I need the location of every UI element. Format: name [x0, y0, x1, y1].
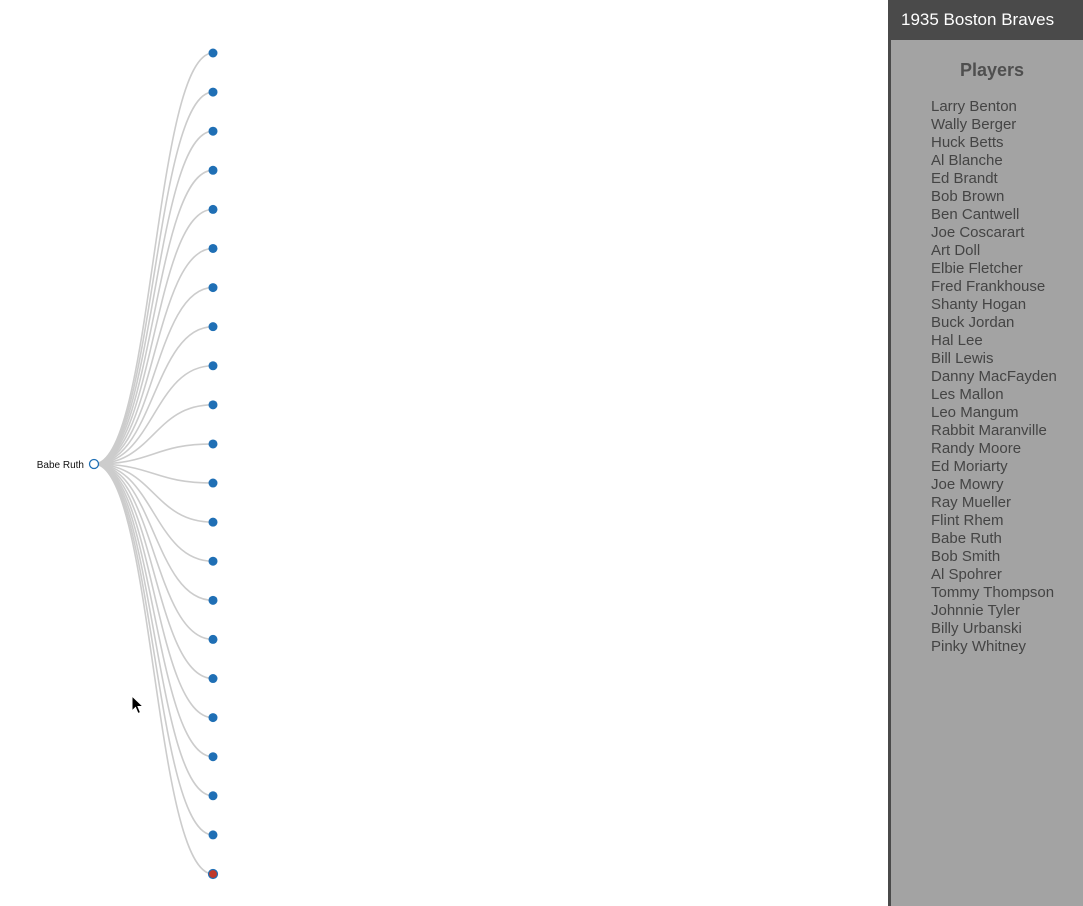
tree-link [93, 463, 214, 797]
child-node[interactable] [208, 204, 218, 214]
player-tree: Babe Ruth [37, 48, 219, 880]
tree-link [93, 443, 214, 465]
tree-nodes [207, 48, 219, 880]
tree-links [93, 52, 214, 875]
root-node-group[interactable]: Babe Ruth [37, 458, 100, 472]
child-node[interactable] [208, 439, 218, 449]
child-node[interactable] [208, 752, 218, 762]
child-node[interactable] [208, 595, 218, 605]
tree-link [93, 325, 214, 465]
player-list-item[interactable]: Johnnie Tyler [931, 602, 1020, 619]
player-list-item[interactable]: Wally Berger [931, 116, 1017, 133]
player-list-item[interactable]: Bob Smith [931, 548, 1001, 565]
player-list-item[interactable]: Ed Brandt [931, 170, 998, 187]
player-list-item[interactable]: Shanty Hogan [931, 296, 1027, 313]
child-node[interactable] [208, 830, 218, 840]
child-node[interactable] [208, 48, 218, 58]
tree-link [93, 130, 214, 465]
child-node[interactable] [208, 87, 218, 97]
player-list-item[interactable]: Al Spohrer [931, 566, 1002, 583]
player-list-item[interactable]: Buck Jordan [931, 314, 1015, 331]
player-list-item[interactable]: Leo Mangum [931, 404, 1019, 421]
player-list-item[interactable]: Larry Benton [931, 98, 1017, 115]
tree-link [93, 404, 214, 465]
root-node[interactable] [88, 458, 100, 470]
tree-link [93, 463, 214, 680]
child-node[interactable] [208, 322, 218, 332]
player-list-item[interactable]: Billy Urbanski [931, 620, 1022, 637]
player-list-item[interactable]: Elbie Fletcher [931, 260, 1023, 277]
child-node[interactable] [208, 126, 218, 136]
tree-link [93, 52, 214, 465]
player-list-item[interactable]: Pinky Whitney [931, 638, 1027, 655]
child-node[interactable] [207, 868, 219, 880]
player-list-item[interactable]: Rabbit Maranville [931, 422, 1047, 439]
player-list-item[interactable]: Huck Betts [931, 134, 1004, 151]
player-list-item[interactable]: Fred Frankhouse [931, 278, 1046, 295]
tree-link [93, 463, 214, 875]
tree-link [93, 91, 214, 465]
child-node[interactable] [208, 400, 218, 410]
player-list-item[interactable]: Joe Coscarart [931, 224, 1025, 241]
player-list-item[interactable]: Bill Lewis [931, 350, 994, 367]
tree-link [93, 208, 214, 465]
tree-link [93, 463, 214, 602]
child-node[interactable] [208, 517, 218, 527]
player-list-item[interactable]: Randy Moore [931, 440, 1022, 457]
tree-link [93, 463, 214, 836]
tree-canvas: Babe Ruth [36, 48, 219, 880]
tree-link [93, 169, 214, 465]
child-node[interactable] [208, 478, 218, 488]
child-node[interactable] [208, 674, 218, 684]
player-list-item[interactable]: Hal Lee [931, 332, 983, 349]
player-list-item[interactable]: Ray Mueller [931, 494, 1012, 511]
player-list-item[interactable]: Flint Rhem [931, 512, 1004, 529]
tree-link [93, 463, 214, 484]
player-list-item[interactable]: Les Mallon [931, 386, 1004, 403]
tree-link [93, 463, 214, 641]
tree-link [93, 463, 214, 758]
tree-link [93, 286, 214, 465]
child-node[interactable] [208, 634, 218, 644]
child-node[interactable] [208, 283, 218, 293]
root-node-label: Babe Ruth [37, 460, 84, 471]
player-list-item[interactable]: Al Blanche [931, 152, 1003, 169]
player-list-item[interactable]: Ben Cantwell [931, 206, 1020, 223]
child-node[interactable] [208, 556, 218, 566]
player-list-item[interactable]: Tommy Thompson [931, 584, 1055, 601]
child-node[interactable] [208, 791, 218, 801]
tree-link [93, 463, 214, 719]
child-node[interactable] [208, 243, 218, 253]
tree-link [93, 364, 214, 465]
players-heading: Players [959, 60, 1025, 80]
tree-link [93, 463, 214, 563]
player-list-item[interactable]: Bob Brown [931, 188, 1005, 205]
tree-link [93, 247, 214, 465]
player-list-item[interactable]: Babe Ruth [931, 530, 1002, 547]
mouse-cursor-icon [131, 695, 145, 715]
player-list-item[interactable]: Joe Mowry [931, 476, 1004, 493]
child-node[interactable] [208, 361, 218, 371]
player-list-item[interactable]: Art Doll [931, 242, 981, 259]
team-title: 1935 Boston Braves [891, 0, 1083, 40]
player-list-item[interactable]: Danny MacFayden [931, 368, 1057, 385]
child-node[interactable] [208, 165, 218, 175]
tree-link [93, 463, 214, 523]
player-list-item[interactable]: Ed Moriarty [931, 458, 1008, 475]
child-node[interactable] [208, 713, 218, 723]
